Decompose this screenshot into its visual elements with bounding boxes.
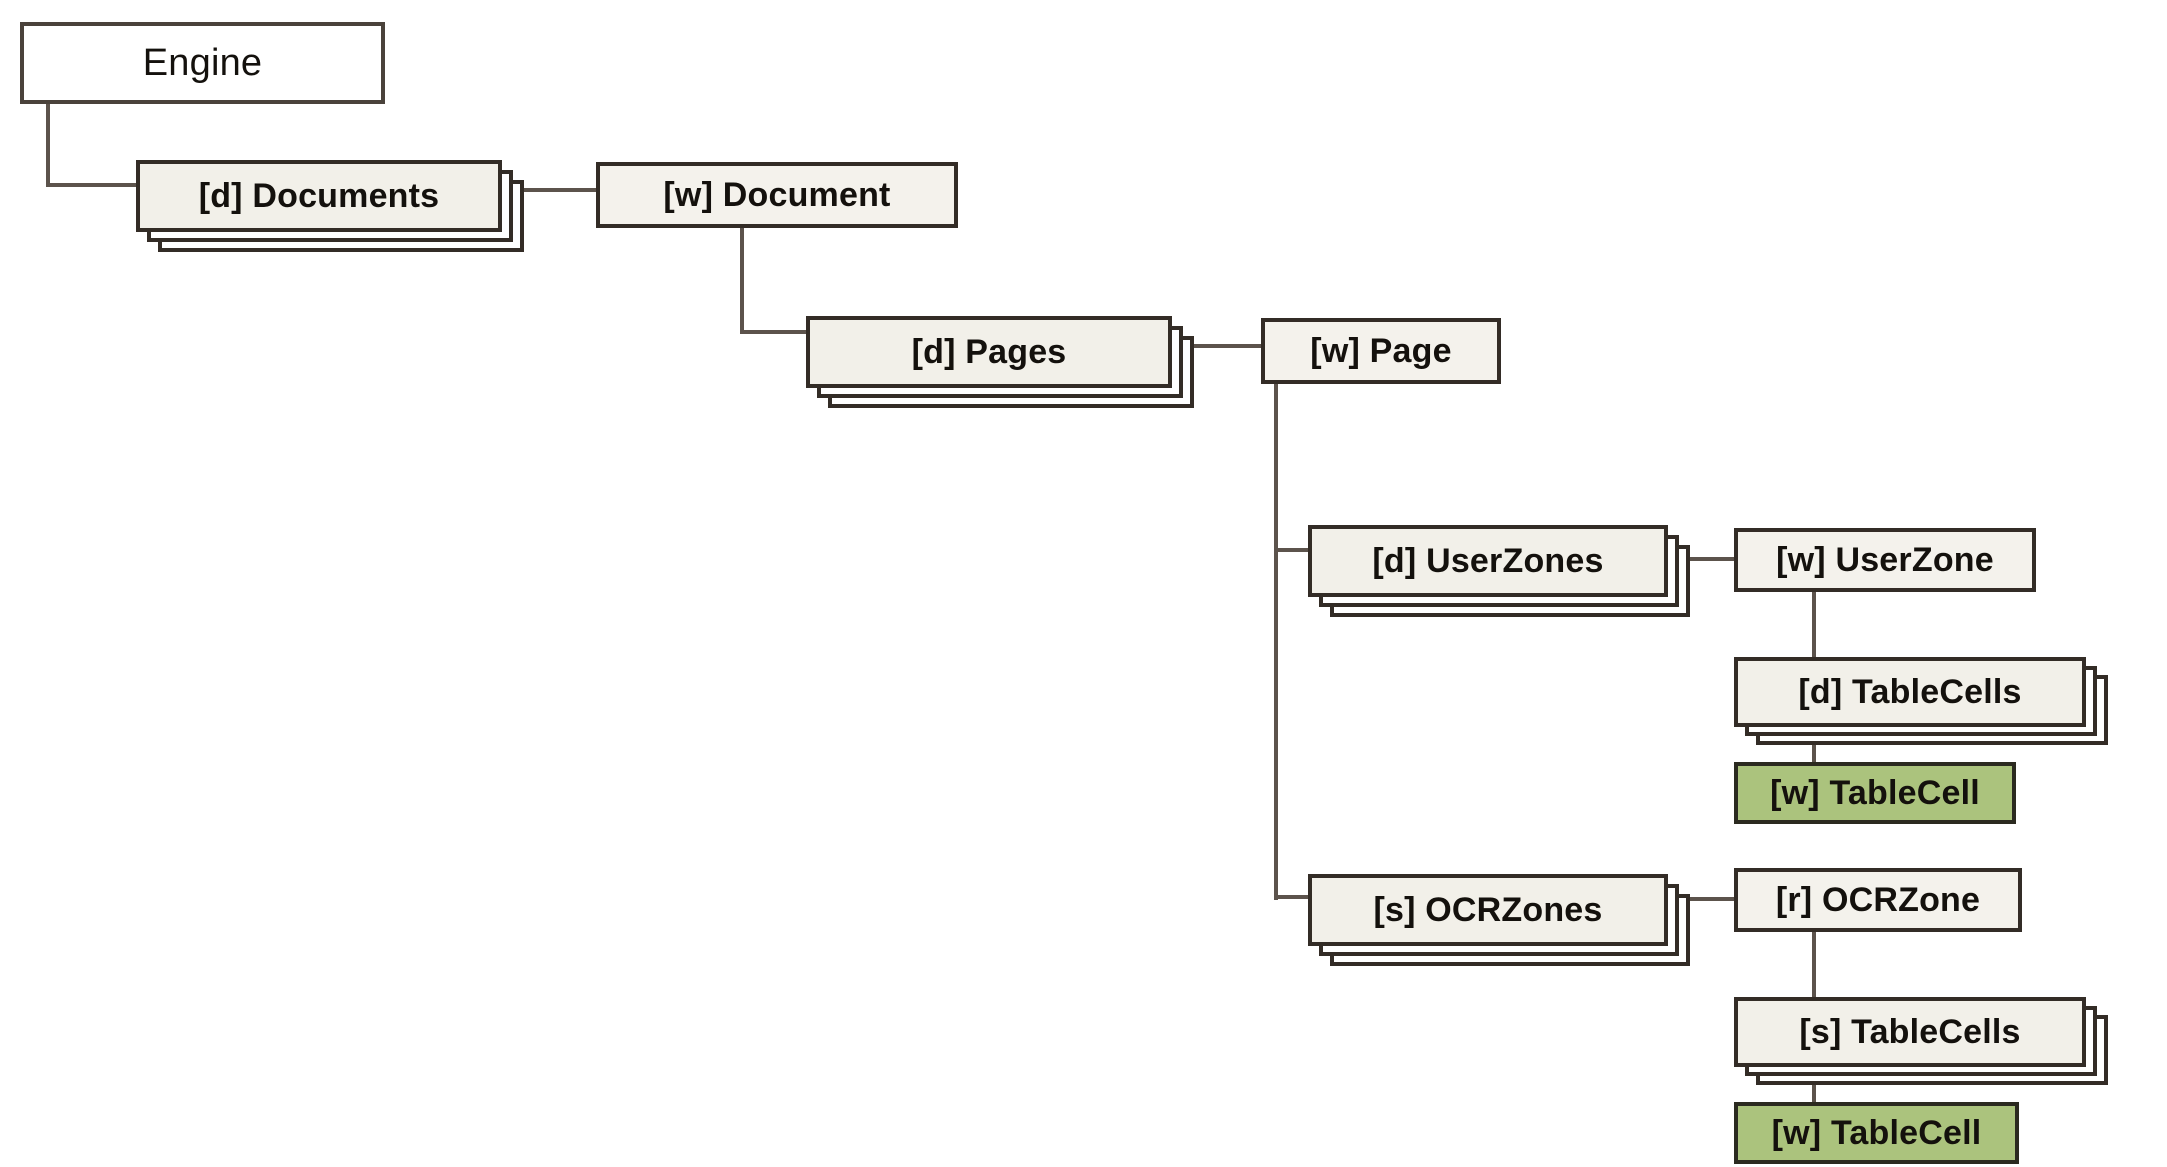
node-pages-label: [d] Pages: [911, 332, 1067, 371]
node-document[interactable]: [w] Document: [596, 162, 958, 228]
node-ocrzone-label: [r] OCRZone: [1775, 880, 1981, 919]
node-tablecell-ocr-label: [w] TableCell: [1771, 1113, 1982, 1152]
connector-userzone-tablecells: [1812, 580, 1816, 658]
node-ocrzones[interactable]: [s] OCRZones: [1308, 874, 1668, 946]
connector-page-ocrzones: [1274, 895, 1308, 899]
node-engine[interactable]: Engine: [20, 22, 385, 104]
connector-userzones-userzone: [1676, 557, 1734, 561]
node-tablecells-user-label: [d] TableCells: [1798, 672, 2022, 711]
connector-page-trunk: [1274, 370, 1278, 900]
node-tablecells-user[interactable]: [d] TableCells: [1734, 657, 2086, 727]
node-pages[interactable]: [d] Pages: [806, 316, 1172, 388]
node-tablecells-ocr[interactable]: [s] TableCells: [1734, 997, 2086, 1067]
connector-page-userzones: [1274, 548, 1308, 552]
node-userzone-label: [w] UserZone: [1776, 540, 1994, 579]
node-userzones-label: [d] UserZones: [1372, 541, 1604, 580]
connector-ocrzones-ocrzone: [1676, 897, 1734, 901]
node-tablecell-user-label: [w] TableCell: [1770, 773, 1980, 812]
connector-engine-documents-v: [46, 103, 50, 185]
node-document-label: [w] Document: [663, 175, 891, 214]
node-documents-label: [d] Documents: [198, 176, 440, 215]
connector-engine-documents-h: [46, 183, 136, 187]
node-tablecell-user[interactable]: [w] TableCell: [1734, 762, 2016, 824]
node-tablecell-ocr[interactable]: [w] TableCell: [1734, 1102, 2019, 1164]
connector-documents-document: [500, 188, 596, 192]
connector-document-pages-h: [740, 330, 806, 334]
node-userzones[interactable]: [d] UserZones: [1308, 525, 1668, 597]
connector-pages-page: [1185, 344, 1261, 348]
node-tablecells-ocr-label: [s] TableCells: [1799, 1012, 2021, 1051]
node-documents[interactable]: [d] Documents: [136, 160, 502, 232]
connector-document-pages-v: [740, 212, 744, 332]
connector-ocrzone-tablecells: [1812, 920, 1816, 998]
node-page[interactable]: [w] Page: [1261, 318, 1501, 384]
node-userzone[interactable]: [w] UserZone: [1734, 528, 2036, 592]
node-page-label: [w] Page: [1310, 331, 1452, 370]
node-ocrzone[interactable]: [r] OCRZone: [1734, 868, 2022, 932]
node-engine-label: Engine: [142, 41, 263, 84]
node-ocrzones-label: [s] OCRZones: [1373, 890, 1603, 929]
